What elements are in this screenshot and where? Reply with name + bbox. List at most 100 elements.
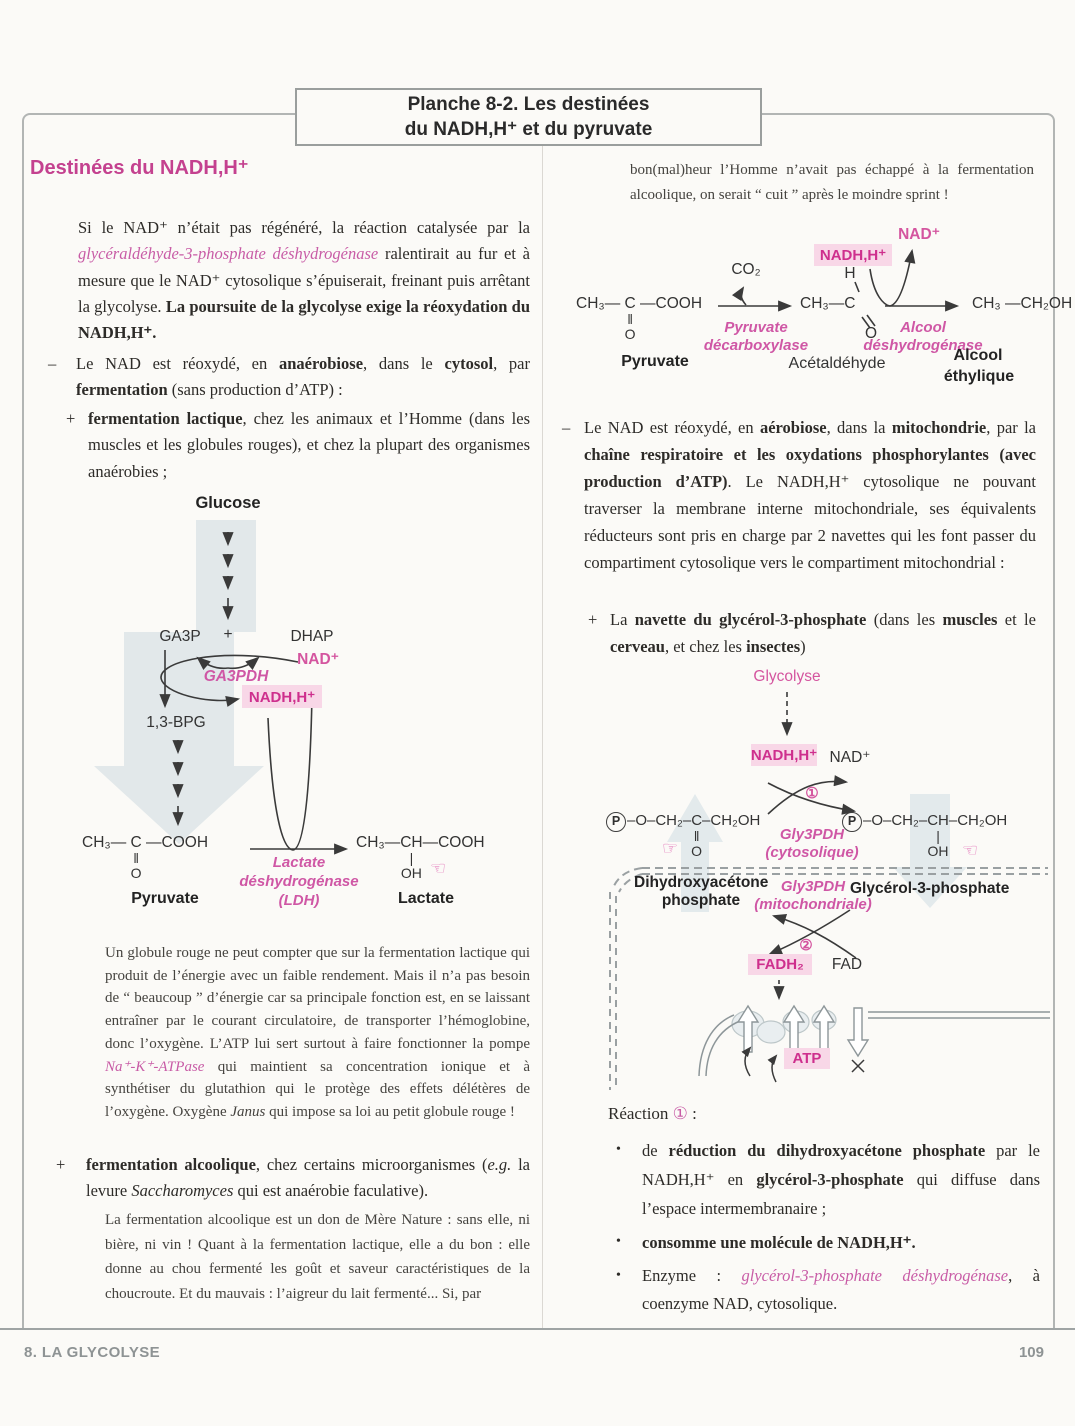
dash-marker: – xyxy=(48,354,57,373)
ldh-enzyme-line3: (LDH) xyxy=(278,892,320,909)
ethanol-formula: CH₃ —CH₂OH xyxy=(972,295,1073,312)
list-item-shuttle-text: La navette du glycérol-3-phosphate (dans… xyxy=(610,610,1036,656)
oxygen-atom: O xyxy=(130,865,142,881)
gly3pdh-mitochondrial-line1: Gly3PDH xyxy=(780,878,846,895)
acetaldehyde-label: Acétaldéhyde xyxy=(788,355,886,372)
g3p-molecule: P –O–CH₂–CH|OH–CH₂OH xyxy=(842,812,1007,859)
pyruvate-formula-post: —COOH xyxy=(141,834,209,851)
plate-title-box: Planche 8-2. Les destinées du NADH,H⁺ et… xyxy=(295,88,762,146)
bullet-enzyme-text: Enzyme : glycérol-3-phosphate déshydrogé… xyxy=(642,1266,1040,1313)
alcohol-dehydrogenase-line2: déshydrogénase xyxy=(863,337,983,354)
list-item-anaerobic-text: Le NAD est réoxydé, en anaérobiose, dans… xyxy=(76,354,531,400)
alcohol-dehydrogenase-line1: Alcool xyxy=(900,319,946,336)
pointing-hand-icon: ☞ xyxy=(662,838,679,859)
dhap-label: DHAP xyxy=(290,628,334,645)
bullet-consumes-text: consomme une molécule de NADH,H⁺. xyxy=(642,1233,916,1252)
nad-label: NAD⁺ xyxy=(297,651,339,668)
nad-label: NAD⁺ xyxy=(829,749,871,766)
fad-label: FAD xyxy=(831,956,863,973)
footer-rule xyxy=(0,1328,1075,1330)
fadh2-highlight: FADH₂ xyxy=(748,954,812,975)
plus-marker: + xyxy=(588,610,598,629)
ldh-enzyme-line1: Lactate xyxy=(272,854,326,871)
oxygen-atom: O xyxy=(624,326,636,342)
double-bond: ‖ xyxy=(693,828,700,844)
lactate-formula-post: —COOH xyxy=(422,834,485,851)
oxygen-atom: O xyxy=(691,843,703,859)
nadh-highlight: NADH,H⁺ xyxy=(814,244,892,266)
section-heading: Destinées du NADH,H⁺ xyxy=(30,157,249,179)
list-item-aerobic-text: Le NAD est réoxydé, en aérobiose, dans l… xyxy=(584,418,1037,572)
dhap-carbon: C xyxy=(691,812,703,829)
pyruvate-carbon: C xyxy=(130,834,142,851)
hydrogen-atom: H xyxy=(844,265,856,282)
list-item-lactic-fermentation: + fermentation lactique, chez les animau… xyxy=(66,406,530,485)
gly3pdh-cytosolic-line2: (cytosolique) xyxy=(765,844,859,861)
pyruvate-decarboxylase-line1: Pyruvate xyxy=(724,319,788,336)
single-bond: | xyxy=(409,850,414,866)
bpg-label: 1,3-BPG xyxy=(146,714,206,731)
lactate-fermentation-diagram: Glucose GA3P + DHAP GA3PDH NAD⁺ NADH,H⁺ … xyxy=(70,492,530,938)
pyruvate-carbon: C xyxy=(624,295,636,312)
lactate-diagram-graphics xyxy=(94,520,349,855)
page-number: 109 xyxy=(1018,1344,1044,1361)
glycolysis-flow-band xyxy=(196,520,256,632)
ethanol-label-line2: éthylique xyxy=(943,368,1015,385)
glycerol-shuttle-diagram: Glycolyse NADH,H⁺ NAD⁺ ① P –O–CH₂–C‖O–CH… xyxy=(598,662,1050,1094)
ga3p-label: GA3P xyxy=(159,628,201,645)
oxygen-atom: O xyxy=(864,325,878,342)
plate-title-line1: Planche 8-2. Les destinées xyxy=(407,94,650,115)
acetaldehyde-formula: CH₃—C xyxy=(800,295,856,312)
g3p-carbon: CH xyxy=(927,812,949,829)
dhap-molecule: P –O–CH₂–C‖O –CH₂OH xyxy=(606,812,761,859)
plate-title-line2: du NADH,H⁺ et du pyruvate xyxy=(404,119,653,140)
pyruvate-label: Pyruvate xyxy=(131,890,199,907)
list-item-lactic-text: fermentation lactique, chez les animaux … xyxy=(88,409,531,481)
shuttle-diagram-graphics xyxy=(609,692,1050,1090)
chapter-footer: 8. LA GLYCOLYSE xyxy=(24,1344,161,1361)
pyruvate-formula-pre: CH₃— xyxy=(576,295,625,312)
pyruvate-label: Pyruvate xyxy=(621,353,689,370)
g3p-label: Glycérol-3-phosphate xyxy=(850,880,1010,897)
dhap-label-line1: Dihydroxyacétone xyxy=(634,874,769,891)
glucose-label: Glucose xyxy=(195,494,261,512)
reaction-1-badge: ① xyxy=(805,785,819,802)
alcoholic-fermentation-diagram: CH₃— C‖O —COOH Pyruvate CO₂ Pyruvate déc… xyxy=(568,225,1073,395)
note-continuation: bon(mal)heur l’Homme n’avait pas échappé… xyxy=(630,162,1034,203)
bullet-reduction-text: de réduction du dihydroxyacétone phospha… xyxy=(642,1141,1040,1218)
pyruvate-formula: CH₃— C‖O —COOH xyxy=(82,834,209,881)
single-bond: | xyxy=(936,828,940,844)
pointing-hand-icon: ☜ xyxy=(430,858,447,879)
glycolysis-flow-body xyxy=(124,632,234,766)
dhap-label-line2: phosphate xyxy=(661,892,741,909)
lactate-formula: CH₃—CH|OH—COOH xyxy=(356,834,485,881)
alcoholic-note: La fermentation alcoolique est un don de… xyxy=(105,1212,530,1302)
phosphate-circle-icon: P xyxy=(842,812,862,832)
ethanol-label-line1: Alcool xyxy=(953,347,1003,364)
pyruvate-decarboxylase-line2: décarboxylase xyxy=(703,337,809,354)
double-bond: ‖ xyxy=(133,850,140,866)
list-item-alcoholic-fermentation: + fermentation alcoolique, chez certains… xyxy=(56,1152,530,1205)
dhap-formula-post: –CH₂OH xyxy=(702,812,761,829)
ga3pdh-enzyme-label: GA3PDH xyxy=(203,668,269,685)
hydroxyl-group: OH xyxy=(927,843,949,859)
co2-label: CO₂ xyxy=(731,261,761,278)
alcohol-diagram-graphics xyxy=(718,248,960,329)
dash-marker: – xyxy=(562,418,571,437)
pyruvate-formula: CH₃— C‖O —COOH xyxy=(576,295,702,342)
dhap-formula-pre: –O–CH₂– xyxy=(627,812,692,829)
bullet-dot: • xyxy=(616,1234,621,1249)
list-item-shuttle: + La navette du glycérol-3-phosphate (da… xyxy=(588,606,1036,660)
bullet-dot: • xyxy=(616,1268,621,1283)
g3p-formula-pre: –O–CH₂– xyxy=(863,812,928,829)
ldh-enzyme-line2: déshydrogénase xyxy=(239,873,359,890)
glycolyse-label: Glycolyse xyxy=(753,668,821,685)
plus-marker: + xyxy=(66,409,76,428)
lactate-label: Lactate xyxy=(397,890,455,907)
list-item-anaerobic: – Le NAD est réoxydé, en anaérobiose, da… xyxy=(48,351,530,404)
phosphate-circle-icon: P xyxy=(606,812,626,832)
bullet-enzyme: • Enzyme : glycérol-3-phosphate déshydro… xyxy=(616,1262,1040,1318)
dhap-direction-arrow xyxy=(667,794,723,912)
pyruvate-formula-pre: CH₃— xyxy=(82,834,131,851)
